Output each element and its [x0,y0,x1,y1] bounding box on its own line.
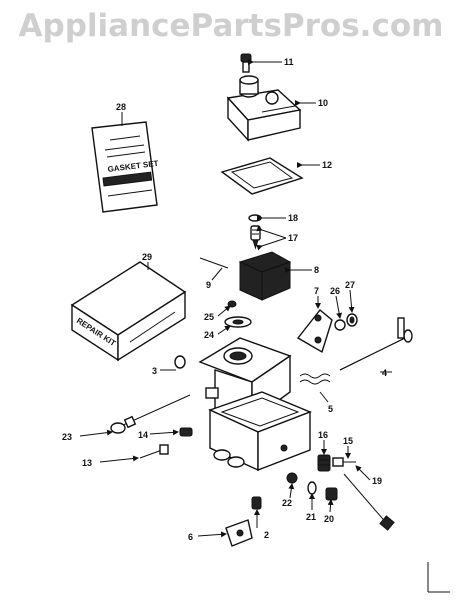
part-19-screw [343,473,395,531]
carburetor-body [198,337,312,472]
callout-22: 22 [282,498,292,508]
callout-labels: 11 10 12 18 17 8 9 28 29 25 24 7 26 27 4… [62,57,387,542]
part-12-gasket [220,157,304,195]
part-3-plug [174,355,186,369]
callout-16: 16 [318,430,328,440]
part-24-valve-disc [224,300,252,328]
callout-21: 21 [306,512,316,522]
callout-5: 5 [328,404,333,414]
callout-3: 3 [152,366,157,376]
part-17-needle-valve [248,214,262,250]
corner-mark [427,562,450,593]
part-4-shaft [339,317,413,371]
watermark: AppliancePartsPros.com [18,8,444,44]
callout-23: 23 [62,432,72,442]
gasket-set-card: GASKET SET [91,121,159,213]
callout-4: 4 [382,368,387,378]
callout-6: 6 [188,532,193,542]
part-11-screw [240,53,252,73]
part-14-jet [179,427,193,437]
part-22-plug [286,472,298,484]
callout-9: 9 [206,280,211,290]
part-2-jet [251,496,262,510]
callout-20: 20 [324,514,334,524]
callout-18: 18 [288,213,298,223]
callout-11: 11 [284,57,294,67]
leader-lines [79,59,392,538]
callout-24: 24 [204,330,214,340]
callout-28: 28 [116,102,126,112]
part-16-spring [317,454,331,472]
callout-13: 13 [82,458,92,468]
part-7-lever [296,309,333,354]
part-10-cover [226,75,302,142]
callout-12: 12 [322,160,332,170]
repair-kit-box: REPAIR KIT [70,261,187,362]
callout-2: 2 [264,530,269,540]
callout-8: 8 [314,265,319,275]
callout-25: 25 [204,312,214,322]
part-23-screw [110,394,191,434]
part-5-spring [299,373,331,385]
part-26-washer [334,313,358,331]
callout-15: 15 [343,436,353,446]
callout-26: 26 [330,286,340,296]
callout-19: 19 [372,476,382,486]
part-21-washer [307,481,317,495]
callout-14: 14 [138,430,148,440]
part-6-plate [225,519,253,547]
callout-7: 7 [314,286,319,296]
part-8-float [238,251,292,301]
callout-10: 10 [318,98,328,108]
part-15-screw [332,457,356,467]
part-9-pin [199,257,229,269]
callout-17: 17 [288,233,298,243]
callout-27: 27 [345,280,355,290]
part-13-screw [139,444,169,459]
part-20-spring [325,487,338,501]
callout-29: 29 [142,252,152,262]
